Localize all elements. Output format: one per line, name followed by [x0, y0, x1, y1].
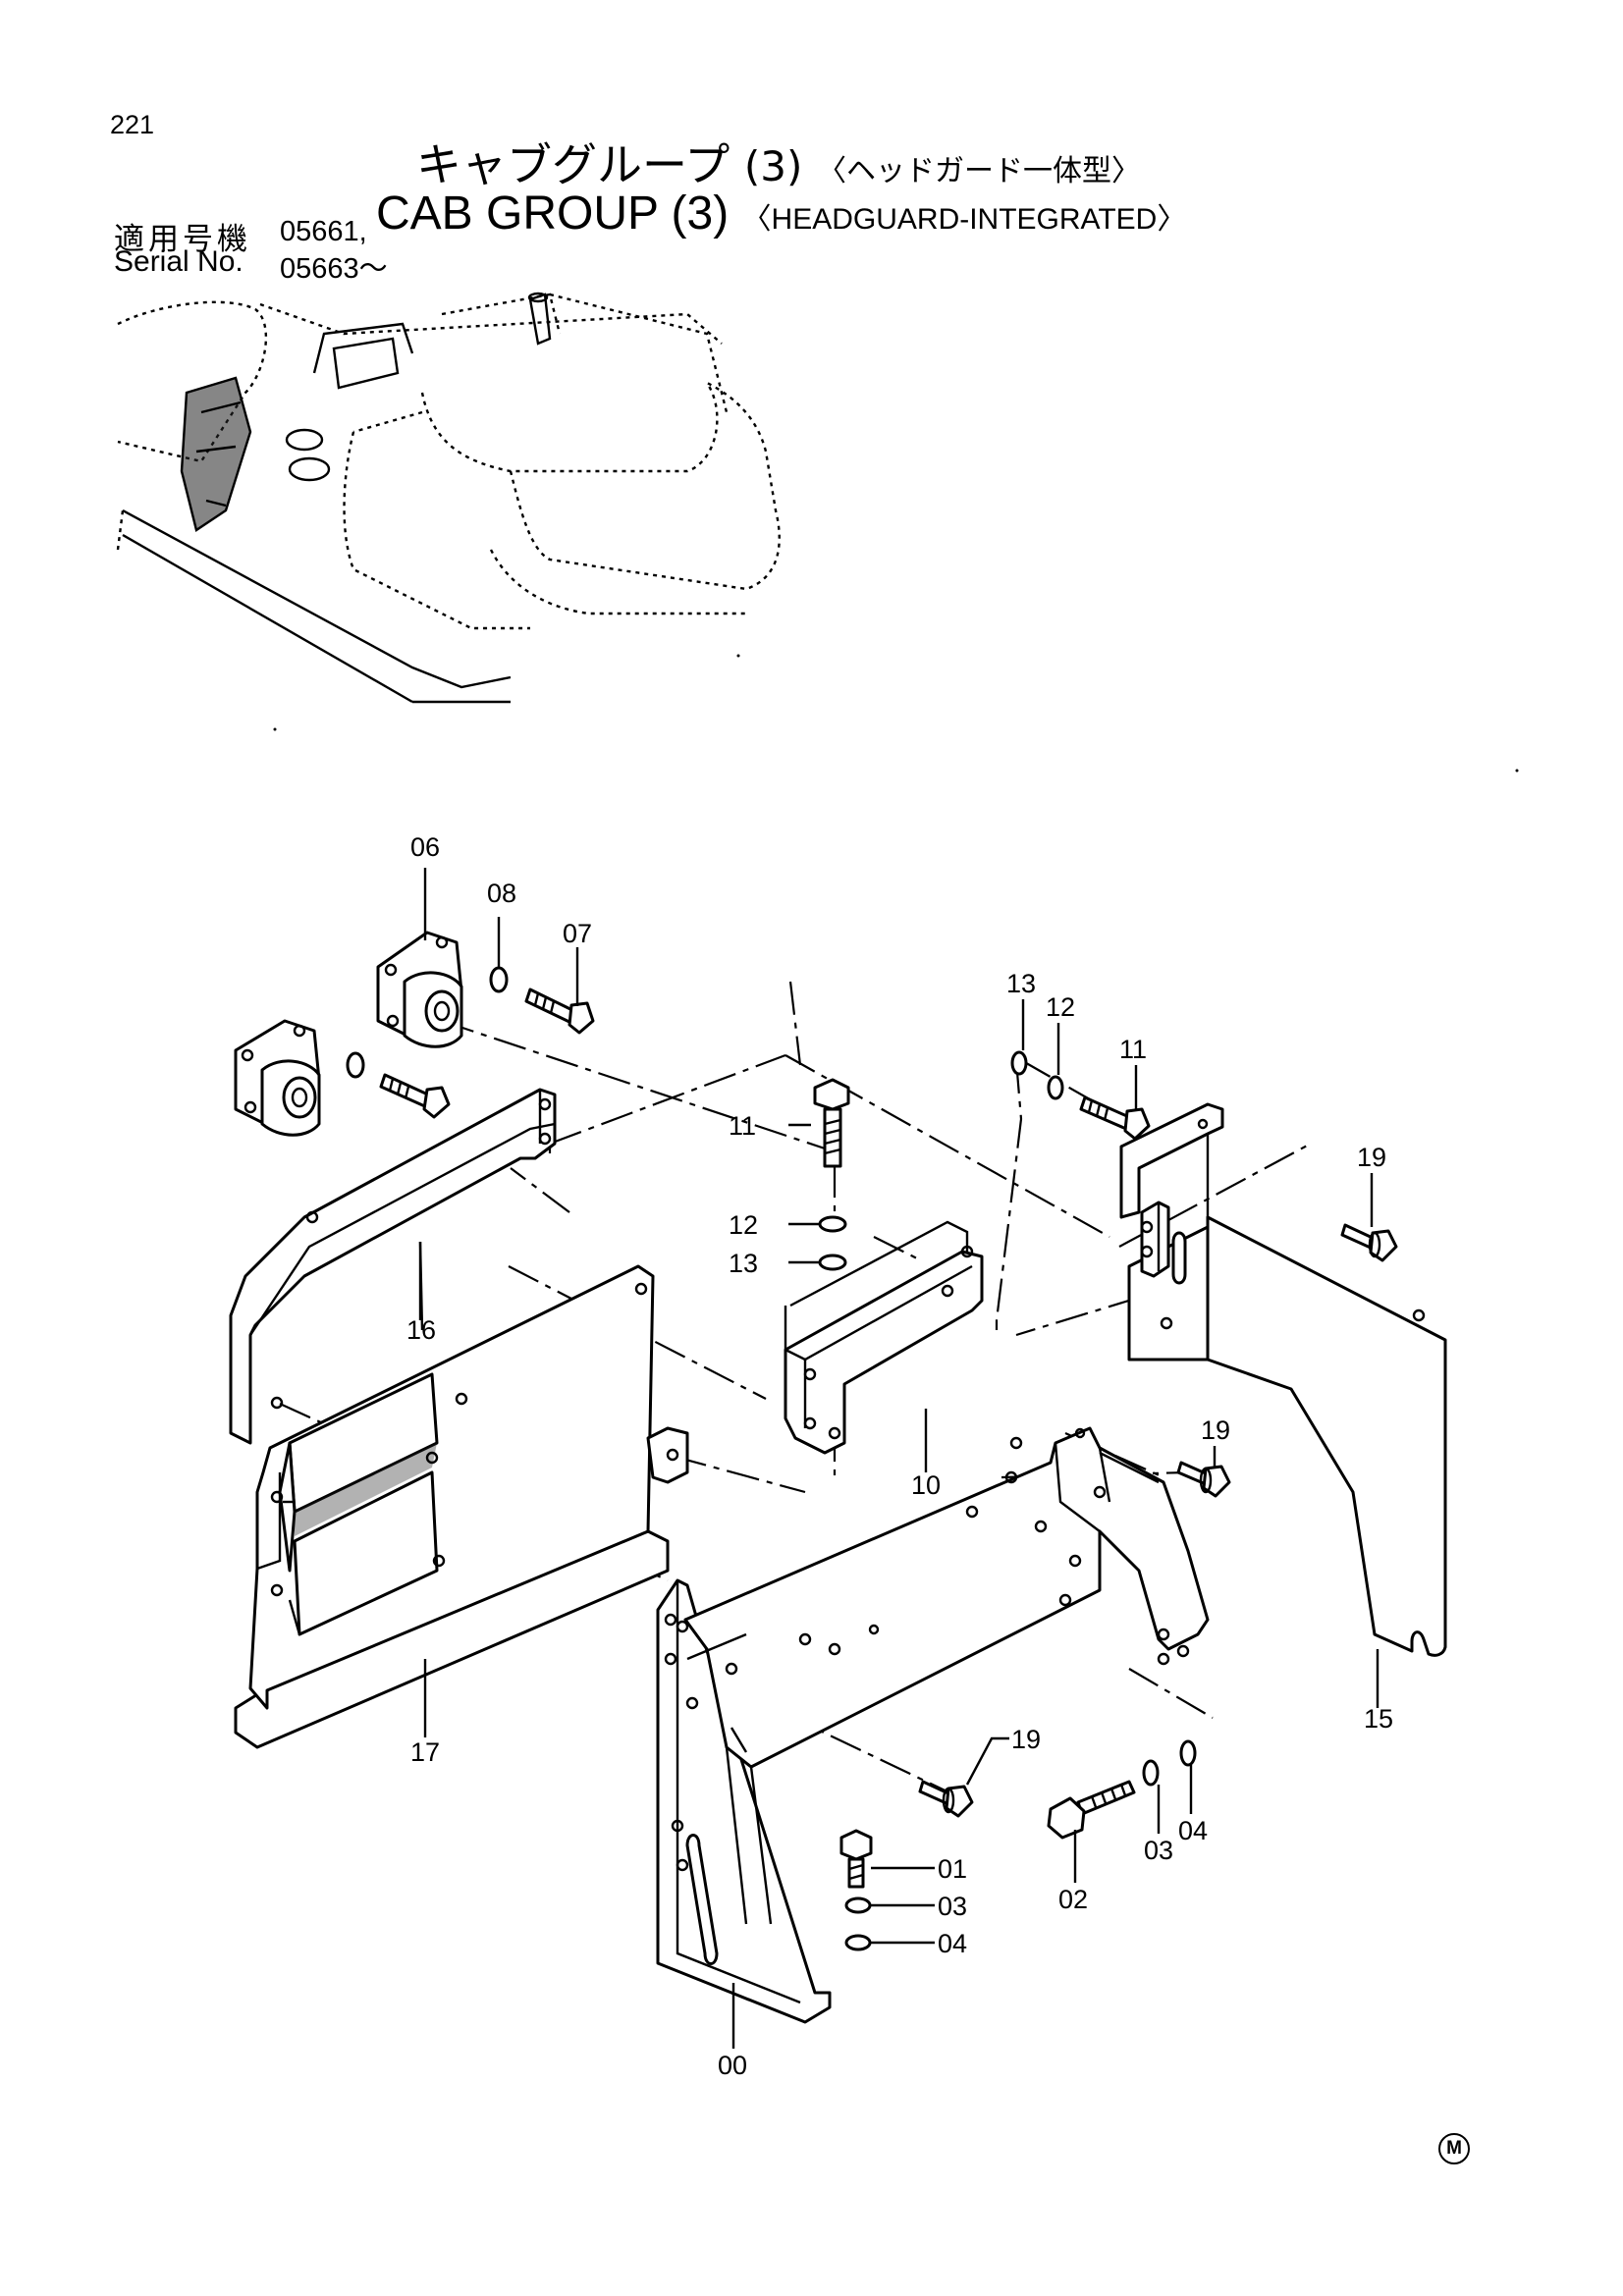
callout-12-right: 12 — [1046, 992, 1075, 1022]
callout-04-right: 04 — [1178, 1816, 1208, 1845]
part-03-lockwasher-center — [844, 1896, 872, 1914]
part-19-bolt-upper-right — [1340, 1223, 1398, 1262]
part-12-lockwasher-right — [1047, 1075, 1064, 1100]
title-japanese: キャブグループ (3) 〈ヘッドガード一体型〉 — [416, 130, 1141, 194]
part-04-washer-right — [1179, 1739, 1197, 1767]
part-19-bolt-lower — [918, 1780, 974, 1818]
part-10-bracket — [784, 1220, 984, 1455]
callout-19-lower: 19 — [1011, 1725, 1041, 1754]
title-japanese-number: (3) — [743, 142, 803, 190]
part-01-bolt — [839, 1829, 873, 1889]
callout-03-right: 03 — [1144, 1836, 1173, 1865]
callout-00: 00 — [718, 2051, 747, 2080]
callout-11-right: 11 — [1119, 1035, 1147, 1064]
part-13-washer-center — [818, 1254, 847, 1271]
callout-13-center: 13 — [729, 1249, 758, 1278]
part-00-main-frame — [656, 1426, 1210, 2024]
serial-label-japanese: 適用号機 — [114, 222, 251, 257]
part-06-mount-upper — [376, 931, 463, 1048]
part-16-long-bracket — [229, 1088, 557, 1445]
callout-13-right: 13 — [1006, 969, 1036, 998]
title-english-subtitle: 〈HEADGUARD-INTEGRATED〉 — [741, 203, 1187, 236]
manufacturer-mark: M — [1438, 2133, 1470, 2164]
part-06-mount-lower — [234, 1019, 321, 1137]
callout-17: 17 — [410, 1737, 440, 1767]
part-12-lockwasher-center — [818, 1215, 847, 1233]
serial-value-1: 05661, — [280, 216, 367, 247]
callout-12-center: 12 — [729, 1210, 758, 1240]
callout-19-upper-right: 19 — [1357, 1143, 1386, 1172]
callout-06: 06 — [410, 832, 440, 862]
part-19-bolt-middle-right — [1176, 1461, 1231, 1498]
title-english-number: (3) — [671, 187, 730, 240]
part-11-bolt-right — [1079, 1095, 1151, 1141]
page-number: 221 — [110, 110, 155, 139]
callout-08: 08 — [487, 879, 516, 908]
callout-10: 10 — [911, 1470, 941, 1500]
machine-overview-illustration — [116, 292, 1519, 773]
leader-lines — [418, 868, 1380, 2049]
serial-value-2: 05663～ — [280, 253, 388, 285]
part-17-panel — [234, 1264, 689, 1749]
callout-03-center: 03 — [938, 1892, 967, 1921]
callout-11-center: 11 — [729, 1111, 756, 1141]
part-08-washer-lower — [346, 1051, 365, 1079]
part-03-lockwasher-right — [1142, 1759, 1160, 1787]
callout-02: 02 — [1058, 1885, 1088, 1914]
title-english: CAB GROUP (3) 〈HEADGUARD-INTEGRATED〉 — [376, 187, 1186, 240]
part-08-washer-upper — [489, 966, 509, 993]
title-japanese-subtitle: 〈ヘッドガード一体型〉 — [817, 154, 1141, 188]
callout-04-center: 04 — [938, 1929, 967, 1958]
part-15-side-plate — [1119, 1102, 1447, 1657]
serial-label-english: Serial No. — [114, 245, 243, 278]
part-02-bolt — [1047, 1780, 1136, 1840]
callout-01: 01 — [938, 1854, 967, 1884]
callouts: 06 08 07 13 12 11 19 11 12 13 16 10 19 1… — [406, 832, 1393, 2080]
title-japanese-text: キャブグループ — [416, 138, 730, 191]
callout-16: 16 — [406, 1315, 436, 1345]
title-english-text: CAB GROUP — [376, 187, 659, 240]
part-04-washer-center — [844, 1934, 872, 1951]
part-13-washer-right — [1010, 1050, 1028, 1076]
part-07-bolt-lower — [379, 1073, 451, 1119]
callout-19-middle-right: 19 — [1201, 1415, 1230, 1445]
part-07-bolt-upper — [524, 988, 595, 1035]
part-11-bolt-vertical — [813, 1078, 850, 1168]
callout-15: 15 — [1364, 1704, 1393, 1734]
callout-07: 07 — [563, 919, 592, 948]
